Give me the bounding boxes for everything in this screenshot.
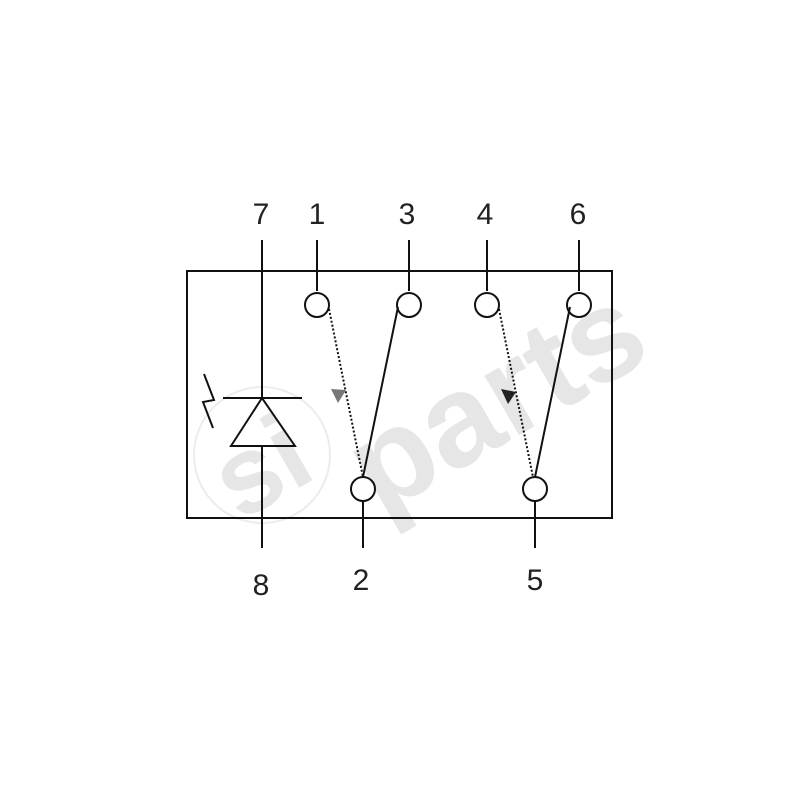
terminal-3	[396, 292, 422, 318]
contact-arm-right	[534, 306, 571, 478]
pin-label-2: 2	[353, 564, 370, 597]
arrow-icon-right	[501, 389, 516, 404]
terminal-1	[304, 292, 330, 318]
terminal-5	[522, 476, 548, 502]
pin-label-5: 5	[527, 564, 544, 597]
switch-housing	[186, 270, 613, 519]
pin-label-8: 8	[253, 569, 270, 602]
pin-label-3: 3	[399, 198, 416, 231]
lightning-icon	[201, 373, 216, 429]
contact-dotted-right	[498, 308, 534, 478]
contact-dotted-left	[328, 308, 364, 478]
diode-icon	[229, 396, 297, 447]
contact-arm-left	[362, 306, 399, 478]
pin-label-1: 1	[309, 198, 326, 231]
arrow-icon-left	[331, 389, 346, 403]
svg-text:si: si	[190, 391, 331, 543]
pin-label-4: 4	[477, 198, 494, 231]
terminal-6	[566, 292, 592, 318]
terminal-4	[474, 292, 500, 318]
pin-label-7: 7	[253, 198, 270, 231]
pin-label-6: 6	[570, 198, 587, 231]
